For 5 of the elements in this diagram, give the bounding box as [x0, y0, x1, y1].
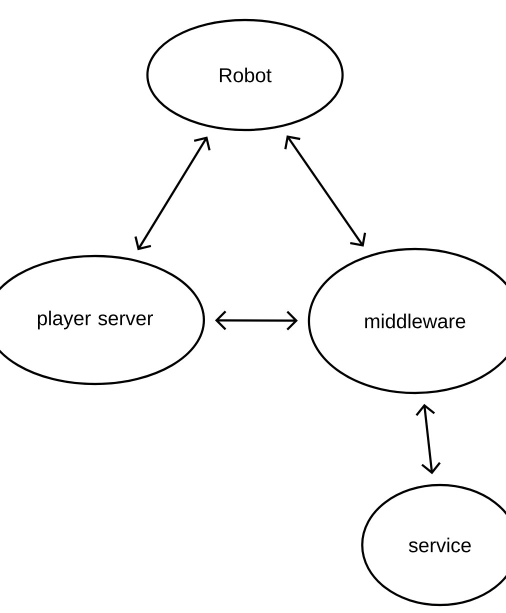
arrow — [284, 135, 366, 247]
arrow — [134, 136, 211, 250]
arrow — [214, 310, 298, 330]
ellipse-node: Robot — [146, 18, 344, 132]
arrow — [416, 404, 441, 474]
